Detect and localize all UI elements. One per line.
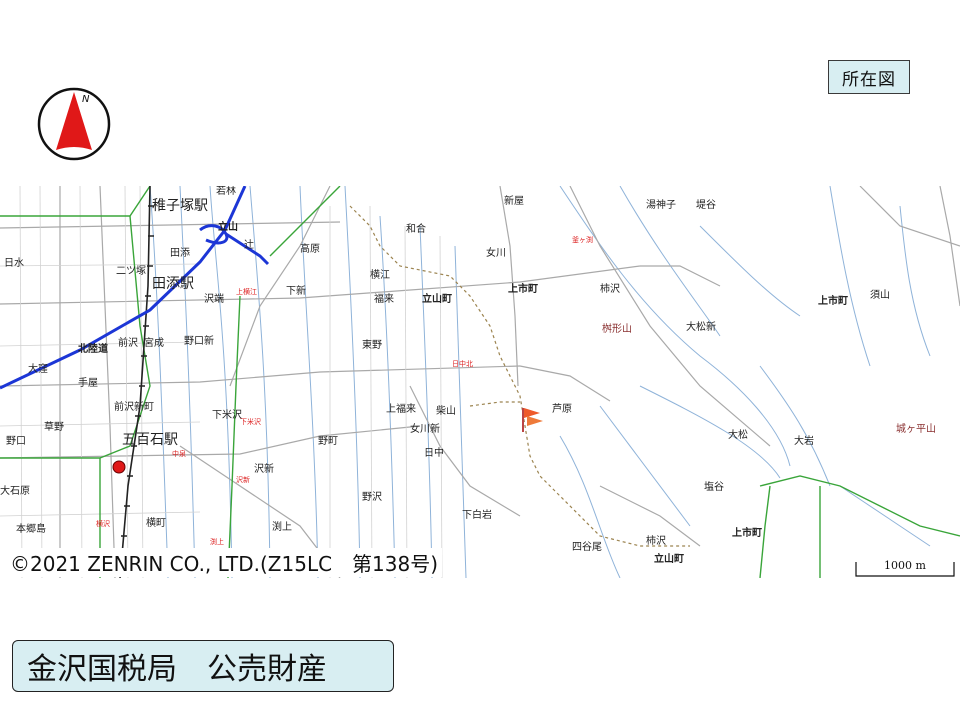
label-miyanari: 宮成 bbox=[144, 336, 164, 349]
label-yokoe: 横江 bbox=[370, 268, 390, 281]
label-onnagawa: 女川 bbox=[486, 246, 506, 259]
label-higashino: 東野 bbox=[362, 338, 382, 351]
label-hommyojima: 本郷島 bbox=[16, 522, 46, 535]
station-marker[interactable] bbox=[112, 460, 126, 474]
red-stop-labels: 日中北 釜ヶ渕 中泉 沢新 上横江 下米沢 横沢 渕上 bbox=[96, 235, 593, 546]
north-arrow-icon: N bbox=[37, 87, 111, 161]
scale-bar: 1000 m bbox=[854, 556, 956, 580]
label-oishihara: 大石原 bbox=[0, 484, 30, 497]
label-sawabata: 沢端 bbox=[204, 292, 224, 305]
label-takahara: 高原 bbox=[300, 242, 320, 255]
label-wago: 和合 bbox=[406, 222, 426, 235]
label-gohyakkoku-station: 五百石駅 bbox=[122, 432, 178, 448]
label-tateyama-south: 立山町 bbox=[654, 552, 684, 565]
footer-title: 金沢国税局 公売財産 bbox=[12, 640, 394, 692]
label-shimoyonezawa: 下米沢 bbox=[212, 408, 242, 421]
label-red-jinsuke: 沢新 bbox=[236, 475, 250, 484]
label-tsutsumidani: 堤谷 bbox=[696, 199, 716, 211]
label-omatsushin: 大松新 bbox=[686, 320, 716, 333]
label-okubo: 大窪 bbox=[28, 362, 48, 375]
paddy-grid bbox=[0, 186, 443, 578]
label-kurikawa-yama: 桝形山 bbox=[602, 322, 632, 335]
place-labels: 稚子塚駅 若林 立山 辻 和合 新屋 湯神子 堤谷 二ツ塚 田添 高原 女川 日… bbox=[0, 186, 936, 565]
label-red-hinaka-kita: 日中北 bbox=[452, 359, 473, 368]
label-tateyama-town: 立山町 bbox=[422, 292, 452, 305]
label-hokuriku-road: 北陸道 bbox=[78, 342, 108, 355]
label-shimoshiroiwa: 下白岩 bbox=[462, 508, 492, 521]
label-maesawa: 前沢 bbox=[118, 336, 138, 349]
map-canvas[interactable]: 稚子塚駅 若林 立山 辻 和合 新屋 湯神子 堤谷 二ツ塚 田添 高原 女川 日… bbox=[0, 186, 960, 578]
label-red-hata: 横沢 bbox=[96, 519, 110, 528]
label-hinomizu: 日水 bbox=[4, 257, 24, 269]
location-map-label: 所在図 bbox=[828, 60, 910, 94]
label-kamiichi-east: 上市町 bbox=[818, 294, 848, 307]
label-red-gofuku: 下米沢 bbox=[240, 417, 261, 426]
label-kamifukurai: 上福来 bbox=[386, 402, 416, 415]
label-kakizawa-south: 柿沢 bbox=[646, 534, 666, 547]
trail-lines bbox=[349, 205, 690, 547]
label-kakizawa: 柿沢 bbox=[600, 282, 620, 295]
label-fukurai: 福来 bbox=[374, 292, 394, 305]
label-shimoshin: 下新 bbox=[286, 284, 306, 297]
label-teya: 手屋 bbox=[78, 376, 98, 389]
label-sawashin: 沢新 bbox=[254, 462, 274, 475]
label-kamiichi-south: 上市町 bbox=[732, 526, 762, 539]
label-hishinaga: 二ツ塚 bbox=[116, 265, 146, 277]
map-view[interactable]: 稚子塚駅 若林 立山 辻 和合 新屋 湯神子 堤谷 二ツ塚 田添 高原 女川 日… bbox=[0, 186, 960, 578]
label-ko: 辻 bbox=[244, 238, 254, 251]
label-onnagawa-shin: 女川新 bbox=[410, 422, 440, 435]
label-tazoe: 田添 bbox=[170, 246, 190, 259]
label-red-honmachi: 渕上 bbox=[210, 537, 224, 546]
label-tatsuyama-top: 立山 bbox=[218, 220, 238, 233]
label-maesawa-shinmachi: 前沢新町 bbox=[114, 400, 154, 413]
property-flag-icon[interactable] bbox=[522, 408, 543, 432]
label-jogahira-yama: 城ヶ平山 bbox=[896, 423, 936, 435]
label-red-kamiyokoe: 上横江 bbox=[236, 287, 257, 296]
label-shioya: 塩谷 bbox=[704, 480, 724, 493]
label-yotsuyao: 四谷尾 bbox=[572, 541, 602, 553]
label-ashihara: 芦原 bbox=[552, 403, 572, 415]
label-wakabayashi: 若林 bbox=[216, 186, 236, 197]
boundary-lines bbox=[0, 186, 960, 578]
label-shibayama: 柴山 bbox=[436, 404, 456, 417]
label-noguchi: 野口 bbox=[6, 435, 26, 447]
map-copyright: ©2021 ZENRIN CO., LTD.(Z15LC 第138号) bbox=[6, 548, 443, 577]
label-oiwa: 大岩 bbox=[794, 434, 814, 447]
label-kamiichi-town: 上市町 bbox=[508, 282, 538, 295]
label-shinya: 新屋 bbox=[504, 194, 524, 207]
north-letter: N bbox=[82, 94, 90, 105]
label-nomachi: 野町 bbox=[318, 435, 338, 447]
river-lines bbox=[149, 186, 931, 578]
label-shiiko-station: 稚子塚駅 bbox=[152, 198, 208, 214]
label-fuchikami: 渕上 bbox=[272, 520, 292, 533]
expressway bbox=[0, 186, 270, 390]
label-suyama: 須山 bbox=[870, 289, 890, 301]
label-noguchishin: 野口新 bbox=[184, 334, 214, 347]
railway-line bbox=[119, 186, 154, 578]
scale-bar-graphic bbox=[855, 562, 955, 577]
label-yokomachi: 横町 bbox=[146, 516, 166, 529]
label-red-nakagawa: 中泉 bbox=[172, 449, 186, 458]
label-hinaka: 日中 bbox=[424, 446, 444, 459]
label-red-shimoichi: 釜ヶ渕 bbox=[572, 235, 593, 244]
label-tazoe-station: 田添駅 bbox=[152, 276, 194, 292]
label-nozawa: 野沢 bbox=[362, 490, 382, 503]
label-kusano: 草野 bbox=[44, 421, 64, 433]
road-lines bbox=[0, 186, 960, 578]
scale-label: 1000 m bbox=[884, 559, 926, 572]
label-omatsu: 大松 bbox=[728, 428, 748, 441]
label-yugamiko: 湯神子 bbox=[646, 198, 676, 211]
